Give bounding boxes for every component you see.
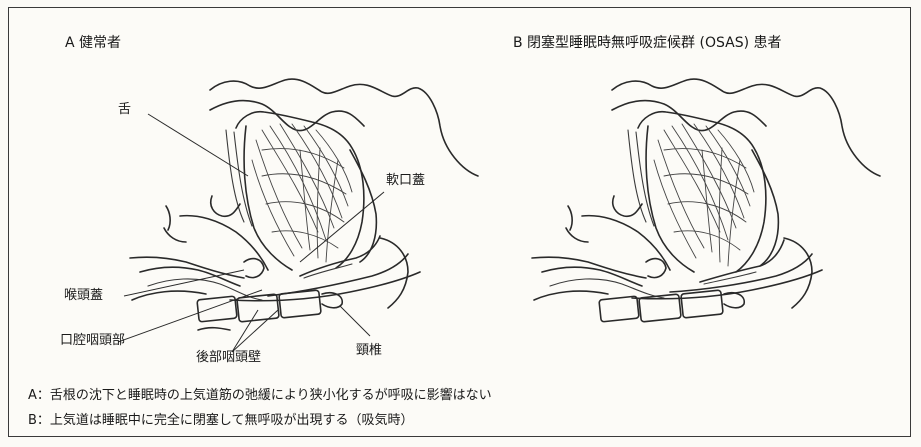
label-tongue: 舌 [118,103,131,116]
caption-a: A：舌根の沈下と睡眠時の上気道筋の弛緩により狭小化するが呼吸に影響はない [28,384,492,403]
panel-a-drawing [118,79,478,352]
label-oropharynx: 口腔咽頭部 [60,334,125,347]
caption-b: B：上気道は睡眠中に完全に閉塞して無呼吸が出現する（吸気時） [28,409,414,428]
panel-b-drawing [532,79,880,322]
label-epiglottis: 喉頭蓋 [64,289,103,302]
label-posterior-pharyngeal-wall: 後部咽頭壁 [196,351,261,364]
label-soft-palate: 軟口蓋 [386,174,425,187]
label-cervical-spine: 頸椎 [356,344,382,357]
